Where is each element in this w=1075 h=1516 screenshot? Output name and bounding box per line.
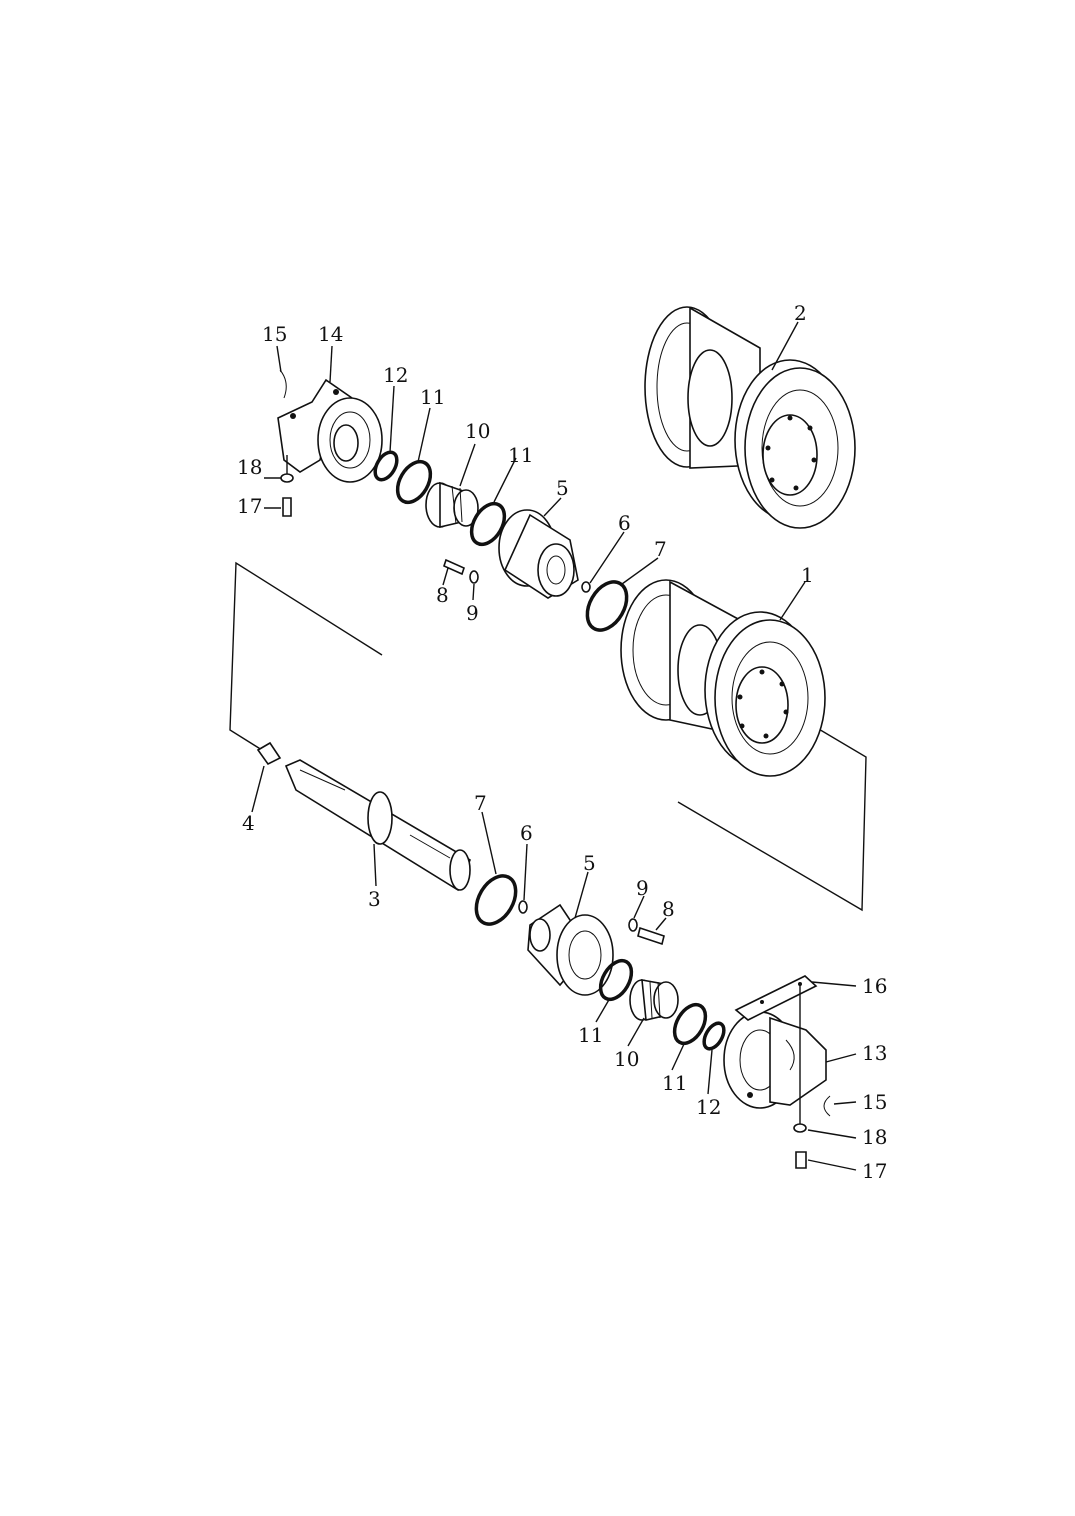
seal-10-lower <box>629 979 679 1021</box>
bracket-13 <box>723 1011 827 1109</box>
bolt-holes <box>737 669 789 739</box>
shaft-3 <box>284 759 471 892</box>
fasteners <box>279 369 831 1169</box>
label-5-upper: 5 <box>556 476 569 500</box>
o-rings <box>373 450 726 1051</box>
label-3: 3 <box>368 887 381 911</box>
plate-16 <box>734 975 818 1021</box>
label-15-lower: 15 <box>862 1090 887 1114</box>
ring-7-upper <box>585 580 629 632</box>
label-9-lower: 9 <box>636 876 649 900</box>
label-6-lower: 6 <box>520 821 533 845</box>
ring-11-upper-b <box>469 501 507 547</box>
label-4: 4 <box>242 811 255 835</box>
label-10-lower: 10 <box>614 1047 639 1071</box>
ring-11-lower-a <box>598 958 634 1002</box>
label-2: 2 <box>794 301 807 325</box>
label-11-lower-b: 11 <box>662 1071 687 1095</box>
label-17-lower: 17 <box>862 1159 887 1183</box>
label-5-lower: 5 <box>583 851 596 875</box>
assembly-guide-lines <box>229 561 867 912</box>
ring-12-lower <box>702 1021 726 1051</box>
hub-5-upper <box>498 509 579 599</box>
part-labels: 15 14 12 11 10 11 5 6 7 2 1 18 17 8 9 4 … <box>237 301 887 1183</box>
label-12-lower: 12 <box>696 1095 721 1119</box>
label-10-upper: 10 <box>465 419 490 443</box>
label-1: 1 <box>801 563 814 587</box>
label-8-lower: 8 <box>662 897 675 921</box>
ring-12-upper <box>373 450 399 482</box>
label-18-lower: 18 <box>862 1125 887 1149</box>
label-7-upper: 7 <box>654 537 667 561</box>
leader-lines <box>251 321 857 1171</box>
ring-7-lower <box>474 874 518 926</box>
label-6-upper: 6 <box>618 511 631 535</box>
label-16: 16 <box>862 974 887 998</box>
bolt-holes <box>765 415 817 491</box>
bracket-14 <box>277 378 383 483</box>
label-17-upper: 17 <box>237 494 262 518</box>
label-11-lower-a: 11 <box>578 1023 603 1047</box>
ring-11-upper-a <box>395 459 433 505</box>
plug-4 <box>256 741 282 766</box>
roller-wheel-1 <box>620 579 826 777</box>
label-12-upper: 12 <box>383 363 408 387</box>
seal-10-upper <box>425 481 479 529</box>
ring-11-lower-b <box>672 1002 708 1046</box>
label-18-upper: 18 <box>237 455 262 479</box>
roller-wheel-2 <box>644 306 856 529</box>
label-9-upper: 9 <box>466 601 479 625</box>
hub-5-lower <box>527 903 614 996</box>
label-15-upper: 15 <box>262 322 287 346</box>
label-11-upper-b: 11 <box>508 443 533 467</box>
label-13: 13 <box>862 1041 887 1065</box>
label-14: 14 <box>318 322 343 346</box>
label-11-upper-a: 11 <box>420 385 445 409</box>
label-7-lower: 7 <box>474 791 487 815</box>
label-8-upper: 8 <box>436 583 449 607</box>
